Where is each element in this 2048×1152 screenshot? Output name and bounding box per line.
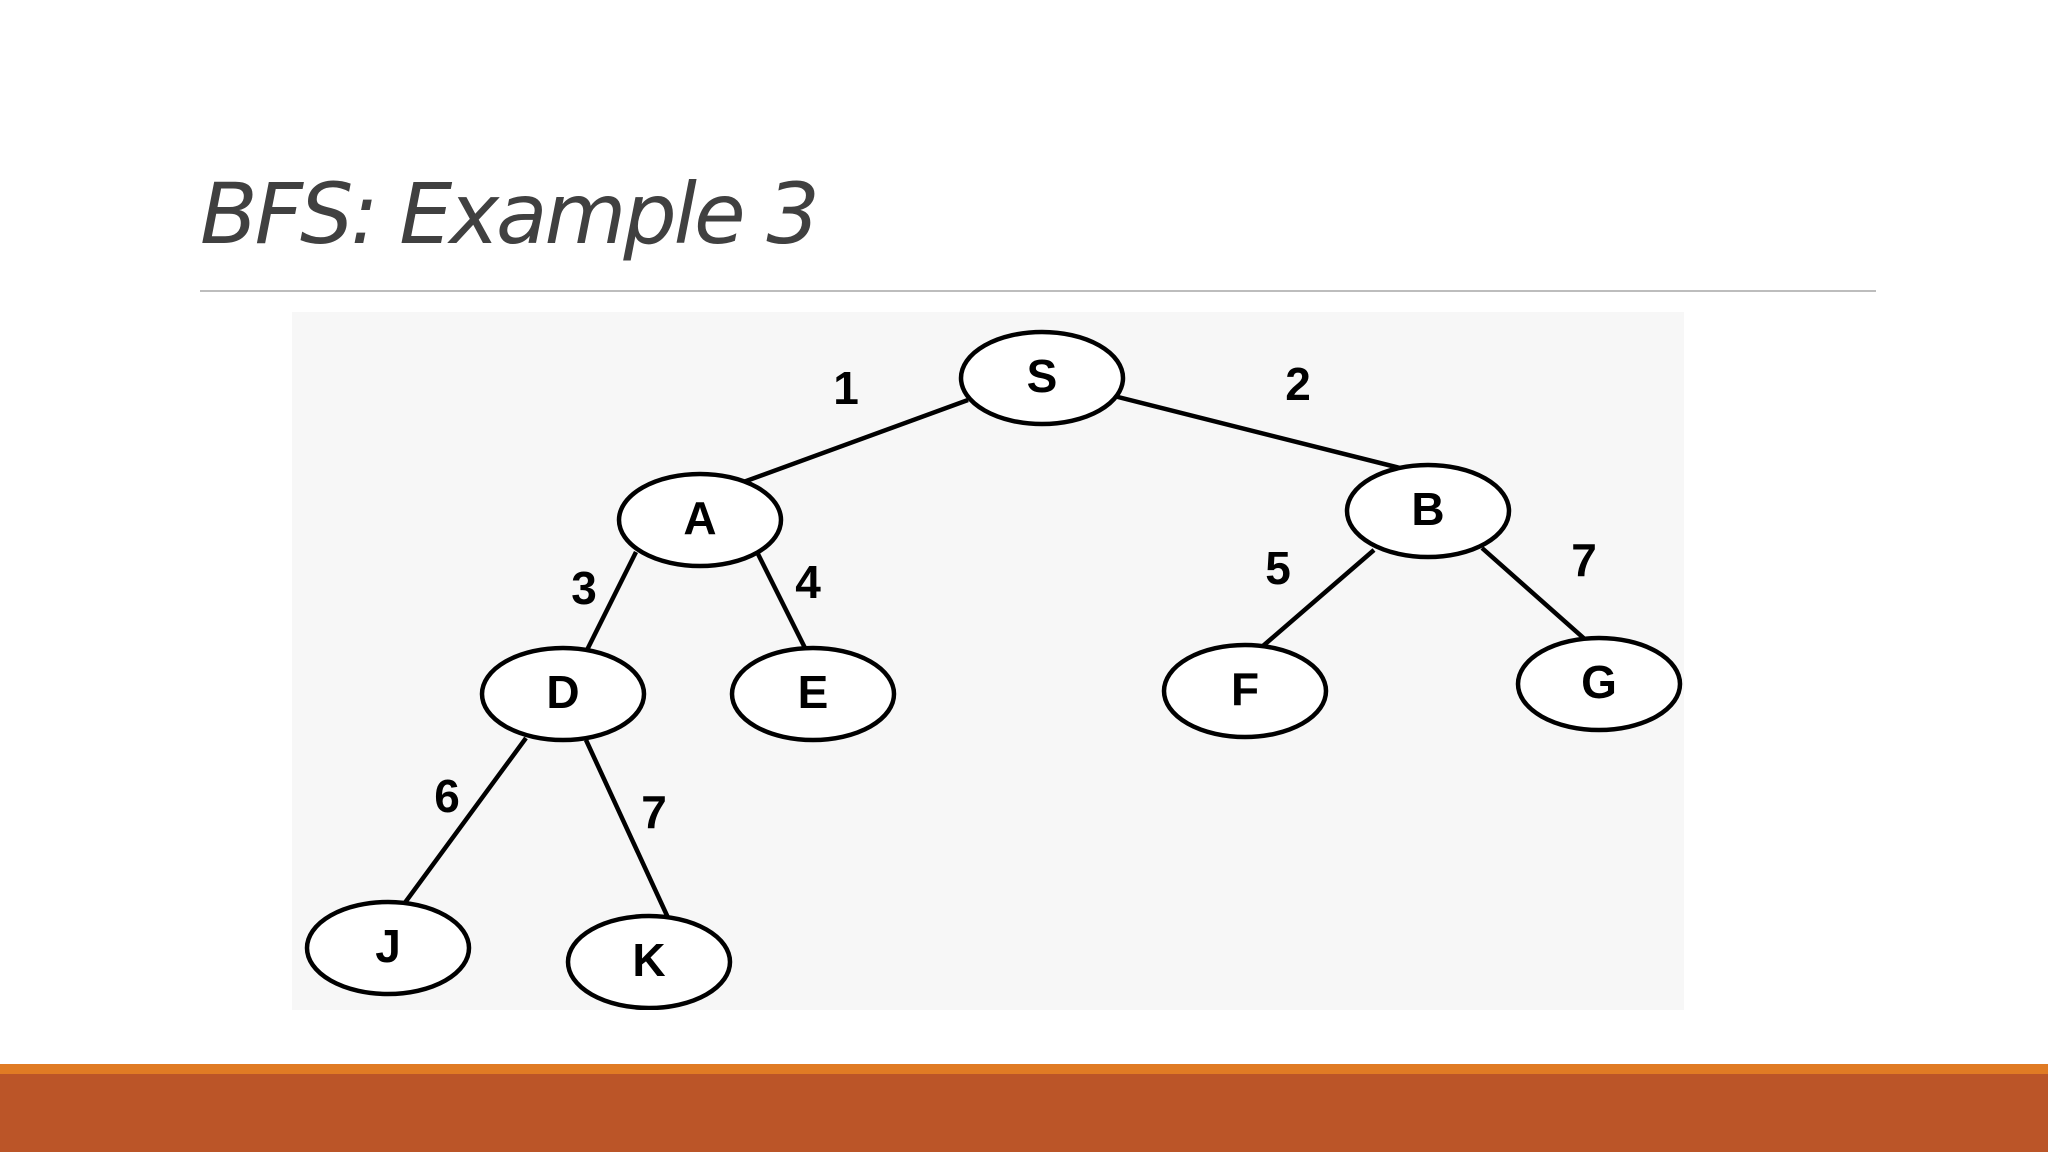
node-ellipse-e	[729, 645, 897, 743]
node-g: G	[1515, 635, 1683, 733]
node-k: K	[565, 913, 733, 1010]
node-b: B	[1344, 462, 1512, 560]
edge-label-d-k: 7	[641, 786, 667, 838]
edge-label-a-d: 3	[571, 562, 597, 614]
node-j: J	[304, 899, 472, 997]
edge-s-a	[737, 397, 969, 487]
edge-label-a-e: 4	[795, 556, 821, 608]
bfs-tree-diagram: 1 2 3 4 5 7 6 7 S A B D E F G J K	[304, 329, 1683, 1010]
edge-label-d-j: 6	[434, 770, 460, 822]
node-s: S	[958, 329, 1126, 427]
tree-edges	[402, 393, 1590, 923]
node-label-a: A	[683, 492, 716, 544]
node-label-g: G	[1581, 656, 1617, 708]
tree-nodes: S A B D E F G J K	[304, 329, 1683, 1010]
node-ellipse-a	[616, 471, 784, 569]
edge-label-s-b: 2	[1285, 358, 1311, 410]
title-divider	[200, 290, 1876, 292]
node-label-f: F	[1231, 663, 1259, 715]
edge-d-k	[583, 739, 673, 923]
edge-b-f	[1254, 548, 1376, 654]
node-label-k: K	[632, 934, 665, 986]
node-ellipse-s	[958, 329, 1126, 427]
node-ellipse-g	[1515, 635, 1683, 733]
node-ellipse-d	[479, 645, 647, 743]
node-f: F	[1161, 642, 1329, 740]
edge-a-d	[581, 550, 639, 658]
edge-label-b-f: 5	[1265, 542, 1291, 594]
node-label-e: E	[798, 666, 829, 718]
node-label-s: S	[1027, 350, 1058, 402]
edge-d-j	[402, 736, 528, 906]
node-label-j: J	[375, 920, 401, 972]
node-ellipse-b	[1344, 462, 1512, 560]
edge-a-e	[755, 552, 811, 656]
node-e: E	[729, 645, 897, 743]
footer-bar	[0, 1074, 2048, 1152]
slide-title: BFS: Example 3	[200, 165, 820, 263]
footer-accent-stripe	[0, 1064, 2048, 1074]
node-ellipse-f	[1161, 642, 1329, 740]
node-ellipse-k	[565, 913, 733, 1010]
node-ellipse-j	[304, 899, 472, 997]
node-label-d: D	[546, 666, 579, 718]
node-label-b: B	[1411, 483, 1444, 535]
node-d: D	[479, 645, 647, 743]
node-a: A	[616, 471, 784, 569]
bfs-tree-figure: 1 2 3 4 5 7 6 7 S A B D E F G J K	[292, 312, 1684, 1010]
tree-edge-labels: 1 2 3 4 5 7 6 7	[434, 358, 1597, 838]
edge-label-b-g: 7	[1571, 534, 1597, 586]
edge-s-b	[1113, 393, 1401, 471]
edge-label-s-a: 1	[833, 362, 859, 414]
edge-b-g	[1480, 546, 1590, 644]
